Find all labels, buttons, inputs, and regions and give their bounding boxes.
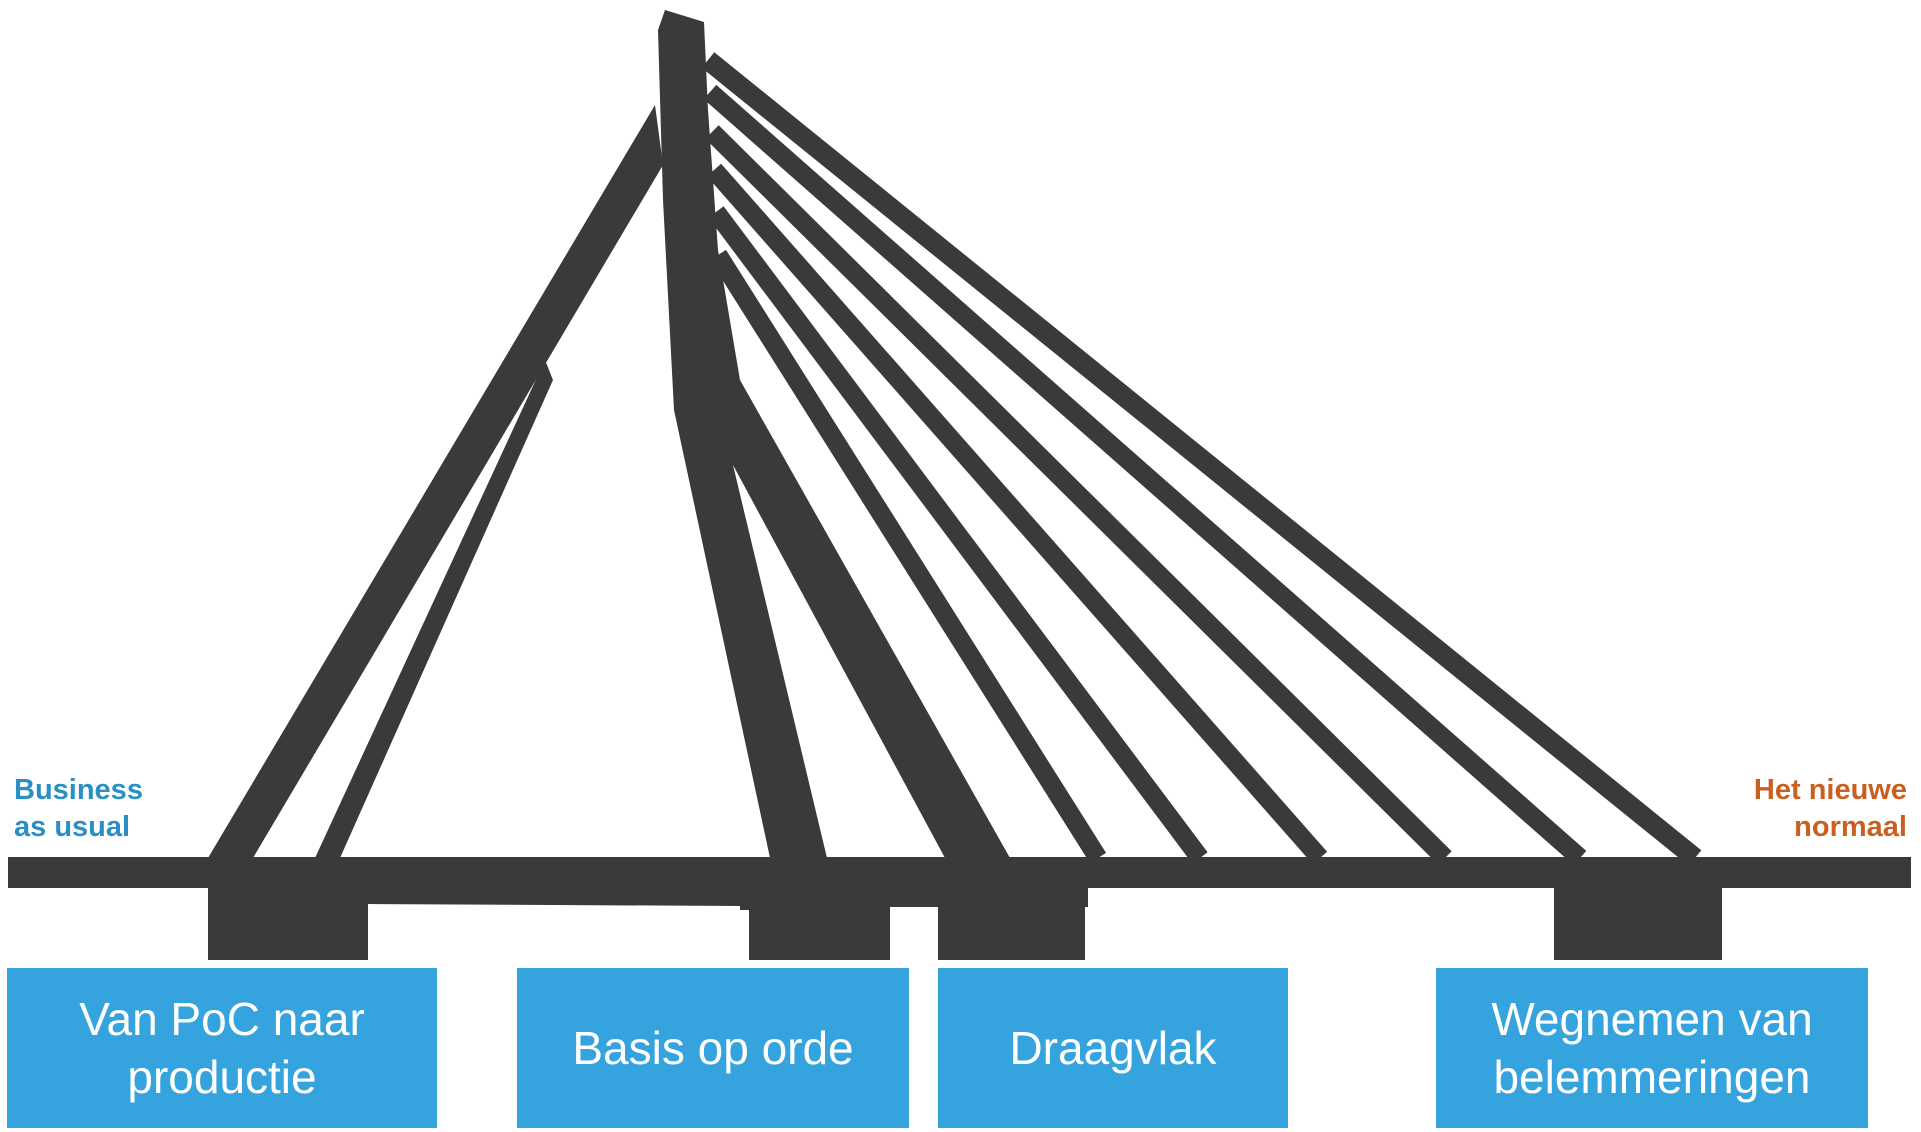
bridge-cable-4 <box>706 163 1328 865</box>
pillar-4-line-1: Wegnemen van <box>1491 993 1813 1045</box>
pillar-2-line-1: Basis op orde <box>572 1022 854 1074</box>
bridge-foundation-4 <box>1554 886 1722 960</box>
label-right-line-2: normaal <box>1794 811 1907 843</box>
label-left-line-1: Business <box>14 774 143 806</box>
pillar-1-line-1: Van PoC naar <box>79 993 365 1045</box>
label-left-line-2: as usual <box>14 811 131 843</box>
label-business-as-usual: Business as usual <box>14 772 143 846</box>
bridge-cable-6 <box>709 249 1107 864</box>
pillar-box-basis-op-orde: Basis op orde <box>517 968 909 1128</box>
bridge-pylon <box>658 10 1010 858</box>
bridge-foundation-2 <box>749 886 890 960</box>
bridge-cable-1 <box>701 52 1702 866</box>
bridge-left-strut-inner <box>315 360 553 858</box>
pillar-box-wegnemen-van-belemmeringen: Wegnemen van belemmeringen <box>1436 968 1868 1128</box>
pillar-3-line-1: Draagvlak <box>1009 1022 1217 1074</box>
pillar-4-line-2: belemmeringen <box>1493 1051 1811 1103</box>
bridge-foundation-1 <box>208 886 368 960</box>
pillar-box-van-poc-naar-productie: Van PoC naar productie <box>7 968 437 1128</box>
bridge-left-strut-outer <box>208 105 663 858</box>
label-het-nieuwe-normaal: Het nieuwe normaal <box>1754 772 1907 846</box>
bridge-cable-2 <box>703 84 1587 866</box>
bridge-foundation-3 <box>938 886 1085 960</box>
bridge-cable-3 <box>705 125 1452 865</box>
bridge-cable-5 <box>708 206 1208 864</box>
pillar-1-line-2: productie <box>127 1051 317 1103</box>
pillar-box-draagvlak: Draagvlak <box>938 968 1288 1128</box>
label-right-line-1: Het nieuwe <box>1753 774 1907 806</box>
bridge-deck <box>8 857 1911 910</box>
